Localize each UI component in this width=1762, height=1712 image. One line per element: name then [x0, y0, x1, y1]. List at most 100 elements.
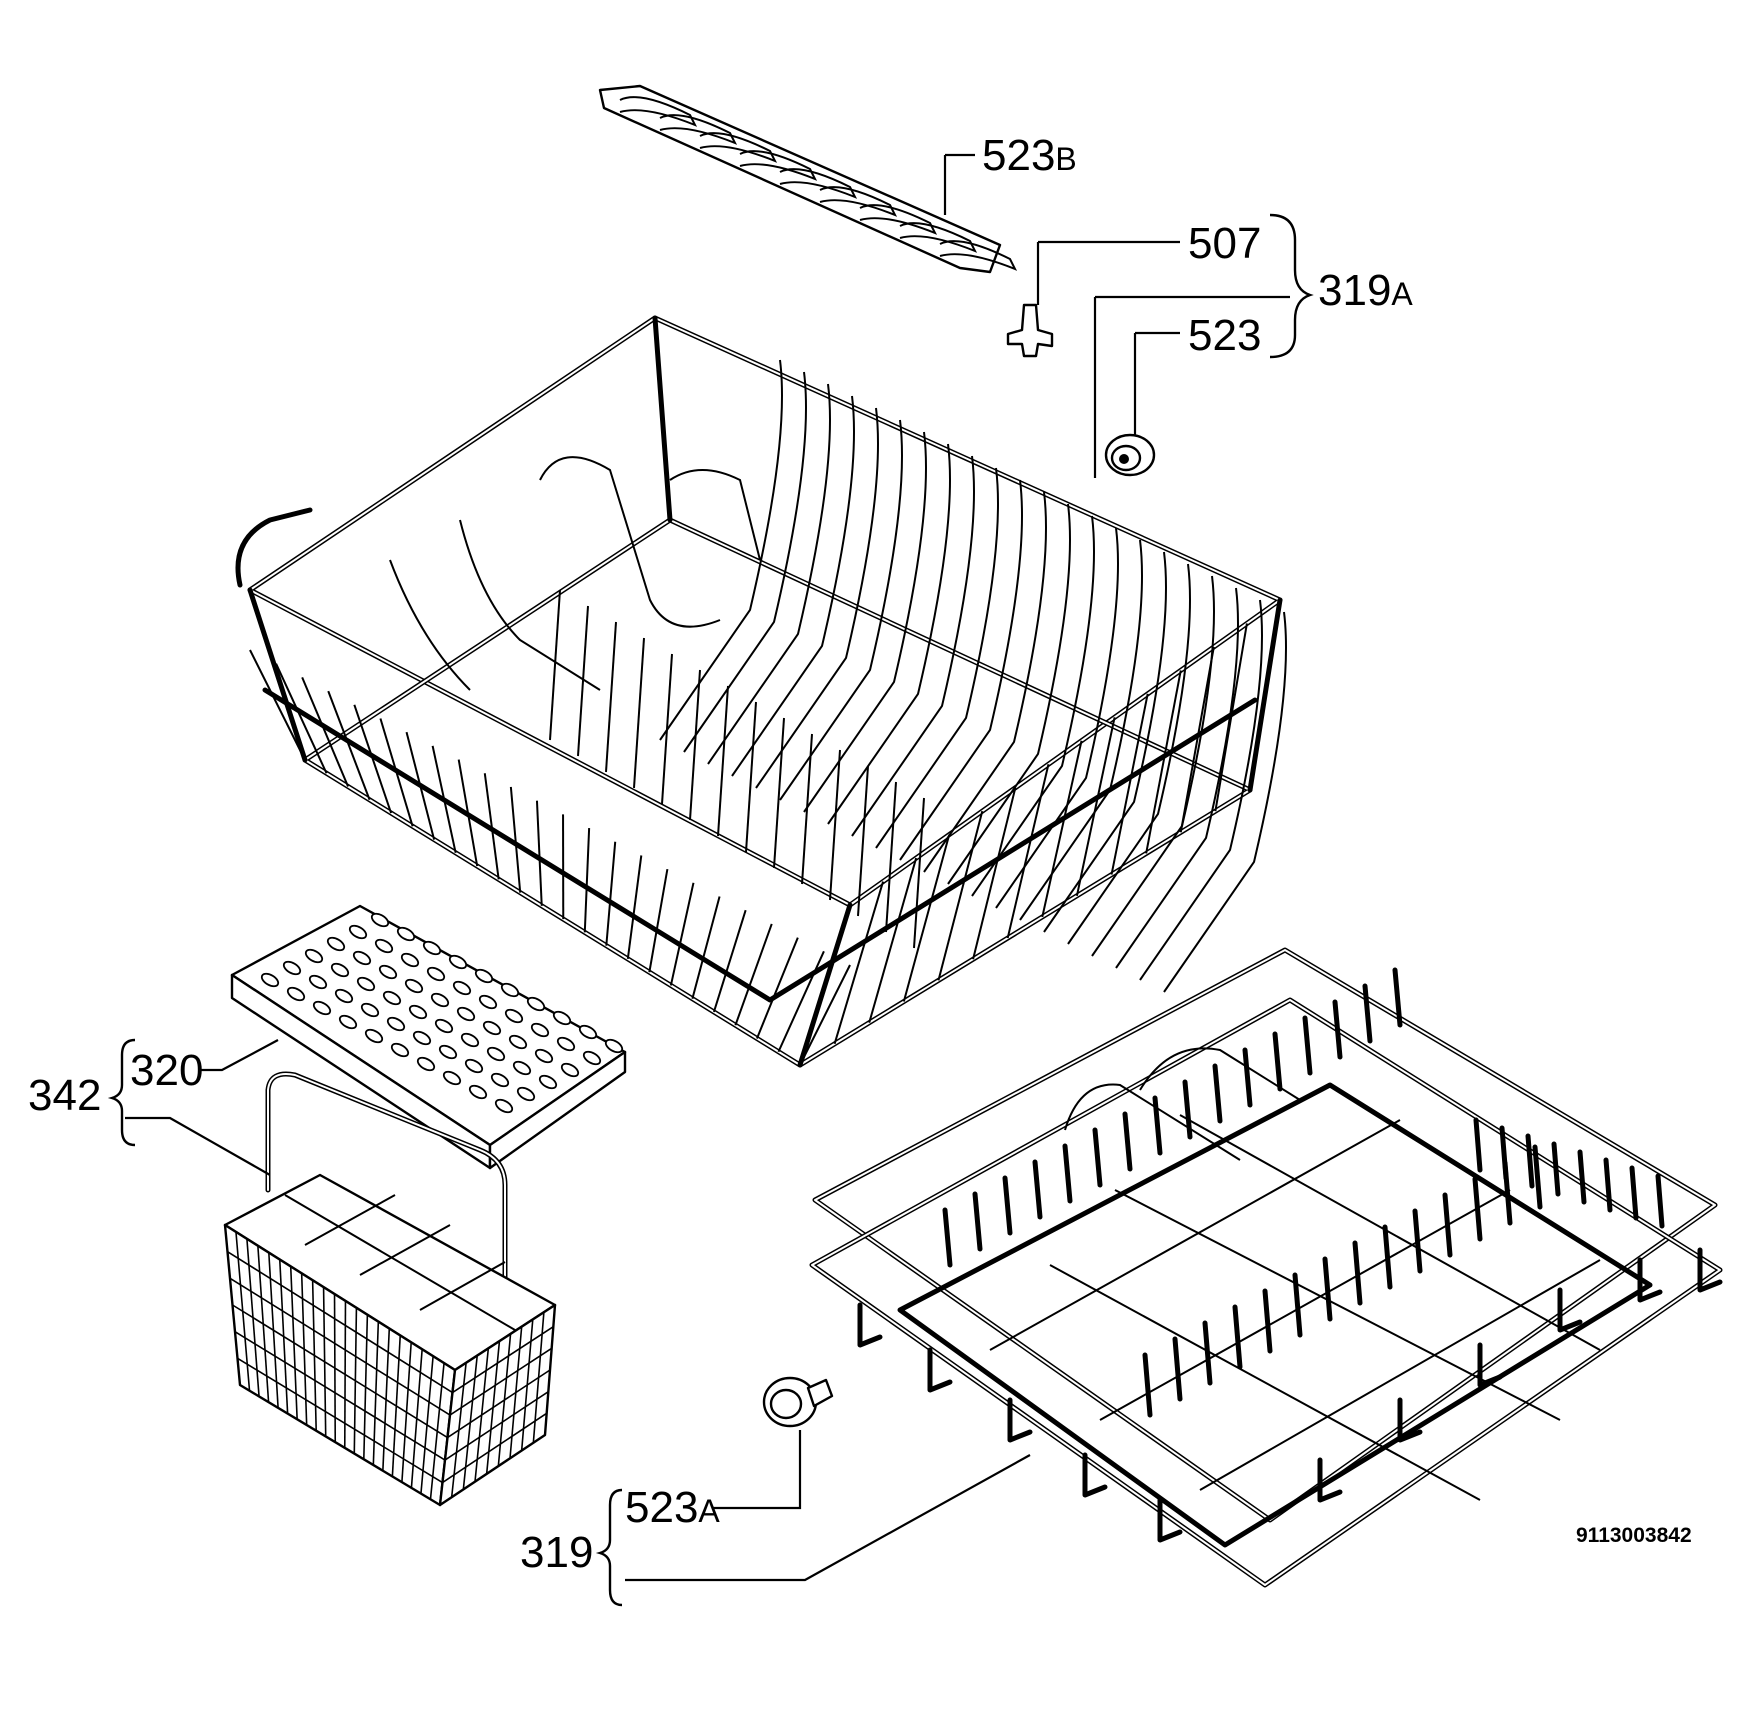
lid-slot [538, 1074, 558, 1090]
rack-foot [1007, 1397, 1033, 1443]
lower-tine [1062, 1143, 1073, 1204]
rack-insert-523b [598, 84, 1018, 274]
plate-tine [717, 685, 729, 837]
plate-tine [995, 527, 1119, 909]
lid-slot [582, 1050, 602, 1066]
plate-tine [923, 491, 1047, 873]
lower-tine [1629, 1165, 1639, 1221]
rack-bar [457, 759, 479, 867]
rack-bar [275, 663, 328, 774]
lower-tine [1532, 1144, 1543, 1210]
rack-foot [1157, 1497, 1183, 1543]
lid-slot [512, 1060, 532, 1076]
plate-tine [827, 443, 951, 825]
plate-tine [683, 371, 807, 753]
lid-slot [530, 1022, 550, 1038]
lid-slot [504, 1008, 524, 1024]
upper-rack [235, 315, 1287, 1068]
lid-slot [474, 968, 494, 984]
lower-tine [1362, 983, 1373, 1044]
plate-tine [661, 653, 673, 805]
callout-342: 342 [28, 1071, 101, 1120]
plate-tine [659, 359, 783, 741]
plate-tine [875, 467, 999, 849]
plate-tine [851, 455, 975, 837]
lower-tine [1472, 1176, 1483, 1242]
lower-tine [972, 1191, 983, 1252]
rack-bar [712, 909, 747, 1013]
lower-wheel-523a [762, 1376, 834, 1428]
lid-slot [352, 950, 372, 966]
rack-foot [927, 1347, 953, 1393]
lid-slot [500, 982, 520, 998]
rack-bar [605, 841, 617, 946]
plate-tine [1043, 551, 1167, 933]
callout-319a: 319A [1318, 266, 1413, 315]
plate-tine [633, 637, 645, 789]
callout-523b: 523B [982, 131, 1077, 180]
insert-tine [859, 204, 938, 235]
lower-tine [1302, 1015, 1313, 1076]
lid-slot [604, 1038, 624, 1054]
rack-bar [405, 731, 436, 840]
lid-slot [422, 940, 442, 956]
lower-tine [1322, 1256, 1333, 1322]
lid-slot [260, 972, 280, 988]
lid-slot [408, 1004, 428, 1020]
plate-tine [549, 589, 561, 741]
lower-tine [1122, 1111, 1133, 1172]
lid-slot [286, 986, 306, 1002]
rack-bar [483, 773, 500, 880]
lid-slot [456, 1006, 476, 1022]
basket-mesh-rail [227, 1250, 554, 1394]
rack-bar [972, 787, 1017, 960]
lid-slot [412, 1030, 432, 1046]
lower-tine [1655, 1173, 1665, 1229]
lower-tine [1499, 1125, 1509, 1181]
rack-bar [937, 810, 984, 981]
rack-bar [583, 828, 591, 933]
plate-tine [745, 701, 757, 853]
rack-bar [1041, 740, 1083, 918]
rack-foot [857, 1302, 883, 1348]
rack-bar [669, 882, 695, 986]
insert-tine [739, 150, 818, 181]
plate-tine [1115, 587, 1239, 969]
lower-tine [1242, 1047, 1253, 1108]
lid-slot [552, 1010, 572, 1026]
plate-tine [779, 419, 903, 801]
rack-bar [756, 937, 799, 1039]
callout-507: 507 [1188, 219, 1261, 268]
lid-slot [516, 1086, 536, 1102]
plate-tine [947, 503, 1071, 885]
basket-mesh-rail [237, 1357, 548, 1484]
lower-tine [1202, 1320, 1213, 1386]
rack-bar [327, 690, 371, 801]
lid-slot [356, 976, 376, 992]
lid-slot [338, 1014, 358, 1030]
plate-tine [755, 407, 879, 789]
plate-tine [707, 383, 831, 765]
rack-bar [902, 834, 951, 1002]
lower-tine [1525, 1133, 1535, 1189]
plate-tine [1091, 575, 1215, 957]
rack-bar [301, 677, 349, 787]
lid-slot [434, 1018, 454, 1034]
lower-tine [1392, 967, 1403, 1028]
lid-slot [464, 1058, 484, 1074]
callout-523: 523 [1188, 311, 1261, 360]
rack-foot [1317, 1457, 1343, 1503]
lower-tine [1352, 1240, 1363, 1306]
rack-bar [249, 649, 306, 761]
lower-tine [1092, 1127, 1103, 1188]
rack-bar [353, 704, 393, 814]
rack-bar [431, 745, 457, 854]
callout-523a: 523A [625, 1483, 720, 1532]
lid-slot [396, 926, 416, 942]
rack-foot [1557, 1287, 1583, 1333]
lower-tine [1262, 1288, 1273, 1354]
rack-bar [1110, 693, 1149, 875]
lid-slot [386, 1016, 406, 1032]
lid-slot [370, 912, 390, 928]
